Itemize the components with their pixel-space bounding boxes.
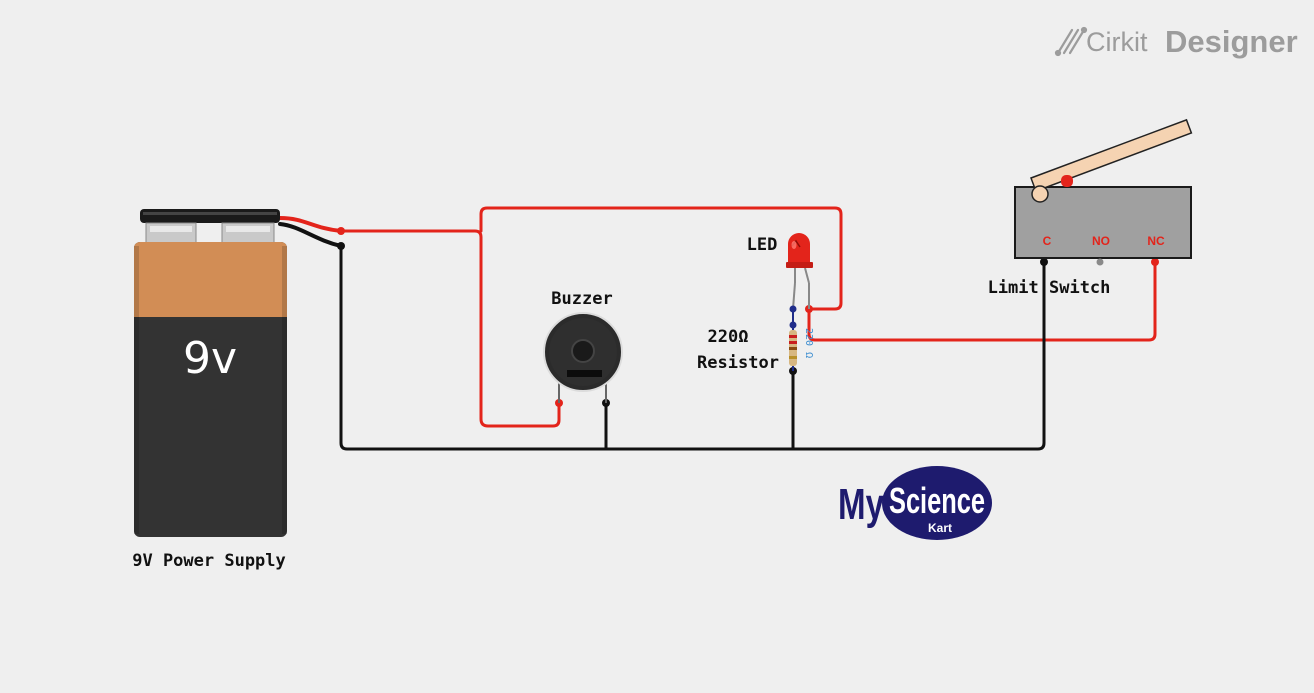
myscience-kart-logo: My Science Kart [838,466,992,540]
resistor[interactable]: 220 Ω [789,305,814,372]
resistor-body-label: 220 Ω [803,328,814,358]
switch-pin-no-terminal [1096,258,1104,266]
red-wire-main[interactable] [339,229,561,428]
buzzer-caption: Buzzer [551,289,612,309]
switch-lever[interactable] [1030,118,1193,193]
resistor-caption-name: Resistor [697,353,779,373]
led-caption: LED [747,235,778,255]
logo-word-science: Science [889,480,985,521]
battery-black-lead [278,222,343,248]
cirkit-logo-icon [1054,26,1088,57]
buzzer-label-strip [567,370,602,377]
wires [278,206,1157,451]
switch-actuator [1061,175,1073,187]
limit-switch-caption: Limit Switch [988,278,1111,298]
switch-pin-c: C [1043,234,1052,248]
battery-9v[interactable]: 9v [134,209,287,537]
limit-switch[interactable]: C NO NC [1014,118,1193,266]
brand-prefix: Cirkit [1086,27,1148,57]
battery-red-lead [278,216,343,233]
resistor-band-2 [789,341,797,344]
switch-pin-nc: NC [1147,234,1165,248]
battery-caption: 9V Power Supply [132,551,286,571]
logo-ellipse [882,466,992,540]
battery-terminals [145,222,275,244]
battery-copper-band [134,242,287,317]
red-wire-loop-led[interactable] [479,206,843,311]
resistor-band-3 [789,347,797,350]
brand-suffix: Designer [1165,24,1298,59]
resistor-caption-value: 220Ω [708,327,749,347]
resistor-band-1 [789,335,797,338]
logo-word-my: My [838,480,884,529]
switch-roller [1031,185,1049,203]
logo-word-kart: Kart [928,521,952,535]
switch-pin-no: NO [1092,234,1110,248]
red-wire-switch-nc[interactable] [807,260,1157,342]
battery-top-cap [140,209,280,223]
led[interactable] [786,233,813,310]
buzzer-sound-hole [571,339,595,363]
led-dome [788,233,810,264]
cirkit-designer-brand: Cirkit Designer [1054,24,1298,59]
buzzer[interactable] [543,312,623,403]
black-wire-ground[interactable] [339,244,1046,451]
battery-face-label: 9v [183,333,237,384]
resistor-band-4 [789,356,797,359]
